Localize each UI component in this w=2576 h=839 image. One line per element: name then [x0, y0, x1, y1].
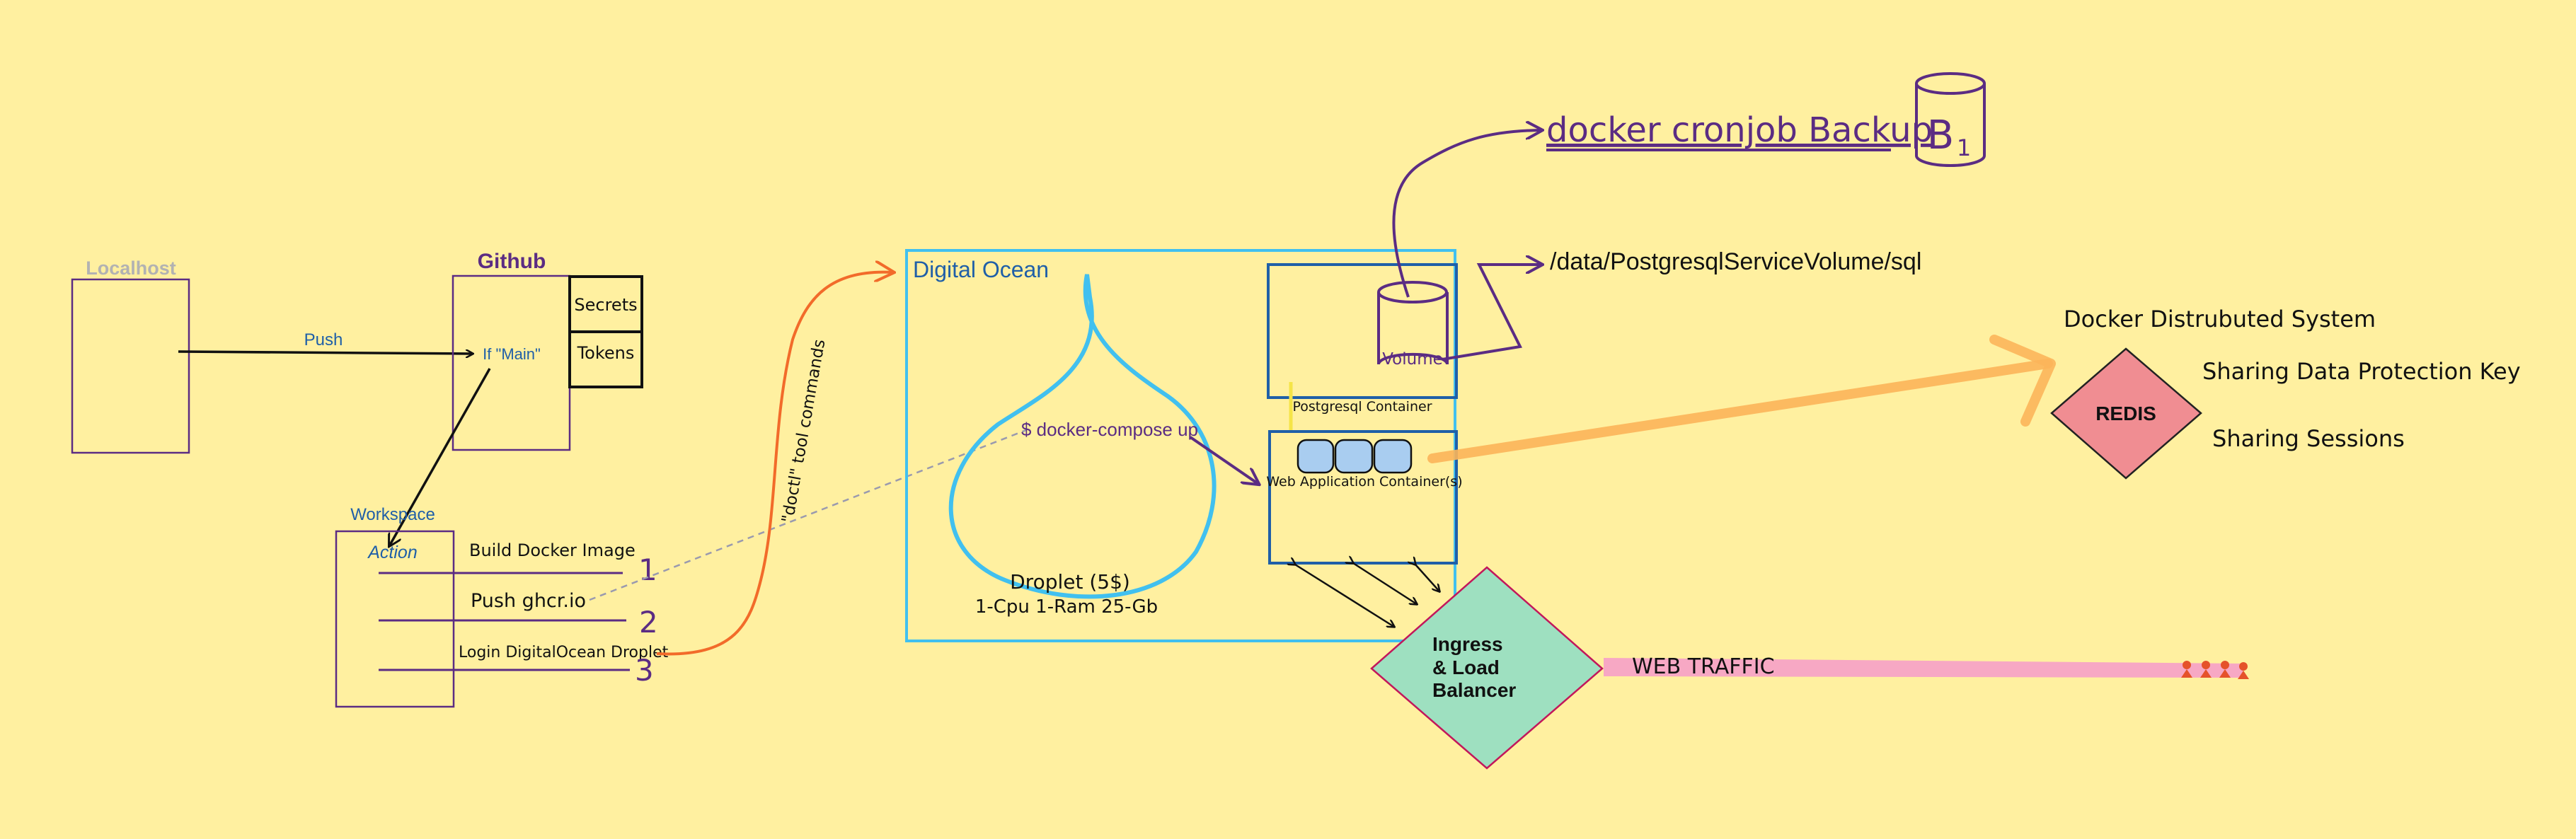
- compose-to-webapp-edge: [1189, 436, 1258, 484]
- postgres-label: Postgresql Container: [1292, 399, 1432, 415]
- webapp-node: Web Application Container(s): [1266, 430, 1463, 565]
- redis-note-1: Sharing Data Protection Key: [2202, 358, 2521, 385]
- webapp-to-redis-edge: [1427, 335, 2056, 463]
- webapp-container-3: [1373, 439, 1413, 474]
- webapp-label: Web Application Container(s): [1266, 474, 1462, 490]
- users-icon: [2181, 661, 2249, 679]
- ingress-line-2: & Load: [1432, 656, 1500, 678]
- digital-ocean-box: [905, 249, 1456, 642]
- tokens-box: [568, 330, 643, 388]
- web-traffic: WEB TRAFFIC: [1604, 654, 2249, 679]
- push-label: Push: [304, 330, 343, 349]
- step-2-label: Push ghcr.io: [471, 590, 586, 612]
- step-1-label: Build Docker Image: [469, 540, 636, 560]
- digital-ocean-label: Digital Ocean: [913, 257, 1049, 282]
- backup-node: docker cronjob Backup B 1: [1392, 72, 1986, 298]
- ingress-line-3: Balancer: [1432, 679, 1516, 701]
- workspace-label: Workspace: [350, 505, 435, 524]
- workspace-box: [335, 530, 455, 708]
- action-label: Action: [367, 543, 417, 562]
- ghcr-to-compose-edge: [589, 429, 1027, 601]
- redis-title: Docker Distrubuted System: [2064, 306, 2376, 332]
- github-node: Github If "Main" Secrets Tokens: [452, 250, 643, 451]
- backup-label: docker cronjob Backup: [1546, 110, 1933, 150]
- push-edge: Push: [178, 330, 473, 354]
- tokens-label: Tokens: [577, 343, 635, 363]
- github-box: [452, 274, 571, 451]
- bucket-subscript: 1: [1957, 134, 1971, 161]
- github-to-workspace-edge: [389, 368, 491, 546]
- webapp-ingress-edges: [1295, 563, 1439, 627]
- localhost-label: Localhost: [86, 258, 176, 279]
- volume-cylinder: Volume: [1377, 281, 1449, 369]
- bucket-letter: B: [1927, 112, 1954, 158]
- workspace-node: Workspace Action Build Docker Image 1 Pu…: [335, 505, 669, 708]
- webapp-container-2: [1334, 439, 1374, 474]
- localhost-node: Localhost: [71, 258, 190, 454]
- redis-note-2: Sharing Sessions: [2212, 425, 2405, 452]
- step-1-number: 1: [638, 552, 657, 587]
- redis-label: REDIS: [2095, 403, 2156, 424]
- github-label: Github: [478, 250, 546, 273]
- secrets-label: Secrets: [574, 295, 637, 315]
- digital-ocean-node: Digital Ocean $ docker-compose up Drople…: [905, 249, 1456, 642]
- step-3-label: Login DigitalOcean Droplet: [459, 644, 669, 661]
- volume-to-path-edge: [1442, 265, 1541, 361]
- volume-to-backup-edge: [1392, 130, 1541, 298]
- step-2-number: 2: [639, 605, 658, 640]
- traffic-band: [1604, 658, 2243, 678]
- ingress-node: Ingress & Load Balancer: [1370, 566, 1604, 770]
- doctl-edge: "doctl" tool commands: [656, 272, 893, 656]
- ingress-line-1: Ingress: [1432, 633, 1503, 655]
- droplet-shape: [948, 274, 1217, 599]
- compose-command: $ docker-compose up: [1021, 419, 1198, 440]
- traffic-label: WEB TRAFFIC: [1632, 654, 1775, 679]
- step-3-number: 3: [635, 653, 654, 688]
- volume-label: Volume: [1382, 350, 1443, 369]
- droplet-label: Droplet (5$): [1010, 570, 1130, 594]
- postgres-box: [1267, 263, 1458, 399]
- droplet-spec: 1-Cpu 1-Ram 25-Gb: [975, 596, 1158, 618]
- webapp-container-1: [1296, 439, 1335, 474]
- localhost-box: [71, 278, 190, 454]
- redis-node: Docker Distrubuted System REDIS Sharing …: [2050, 306, 2521, 480]
- github-condition: If "Main": [483, 345, 541, 363]
- postgres-path: /data/PostgresqlServiceVolume/sql: [1550, 248, 1921, 275]
- ingress-diamond: [1370, 566, 1604, 770]
- redis-diamond: [2050, 347, 2202, 480]
- postgres-node: Postgresql Container Volume /data/Postgr…: [1267, 248, 1921, 415]
- backup-bucket-icon: B 1: [1915, 72, 1986, 167]
